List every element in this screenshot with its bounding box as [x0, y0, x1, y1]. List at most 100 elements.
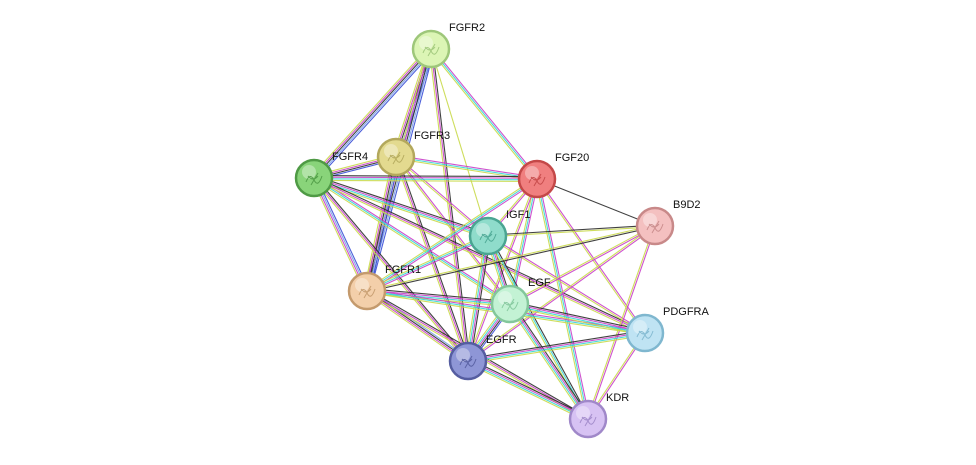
node-egfr[interactable]: EGFR — [448, 334, 517, 381]
node-egf[interactable]: EGF — [490, 277, 551, 324]
edge-strand — [487, 236, 645, 335]
node-igf1[interactable]: IGF1 — [468, 209, 530, 256]
edge-fgfr2-igf1 — [430, 48, 489, 237]
edge-egf-pdgfra — [509, 301, 646, 336]
edge-strand — [313, 177, 511, 305]
node-b9d2[interactable]: B9D2 — [635, 199, 701, 246]
edge-strand — [507, 305, 587, 421]
node-label: FGFR2 — [449, 22, 485, 34]
edge-strand — [467, 331, 645, 361]
edge-strand — [534, 179, 587, 420]
edge-strand — [367, 289, 469, 361]
edge-strand — [509, 304, 645, 335]
edge-strand — [468, 333, 646, 363]
edge-strand — [313, 178, 488, 238]
protein-structure-icon — [387, 151, 405, 165]
node-fgf20[interactable]: FGF20 — [517, 152, 589, 199]
node-highlight — [633, 320, 647, 334]
edge-strand — [535, 179, 645, 334]
edge-strand — [367, 179, 539, 293]
node-circle[interactable] — [490, 284, 530, 324]
node-label: FGF20 — [555, 152, 589, 164]
node-highlight — [476, 223, 490, 237]
edge-strand — [430, 48, 538, 180]
edge-fgfr4-pdgfra — [313, 176, 646, 335]
protein-structure-icon — [501, 298, 519, 312]
edge-strand — [466, 362, 588, 422]
node-pdgfra[interactable]: PDGFRA — [625, 306, 710, 353]
edge-strand — [314, 177, 369, 291]
node-highlight — [498, 291, 512, 305]
edge-strand — [313, 179, 537, 182]
edge-fgfr4-fgf20 — [313, 175, 538, 182]
edge-strand — [511, 302, 591, 418]
node-circle[interactable] — [376, 137, 416, 177]
node-kdr[interactable]: KDR — [568, 392, 629, 439]
edge-strand — [367, 288, 511, 303]
node-label: B9D2 — [673, 199, 701, 211]
edge-strand — [311, 178, 366, 293]
node-label: FGFR1 — [385, 264, 421, 276]
protein-structure-icon — [528, 173, 546, 187]
node-circle[interactable] — [568, 399, 608, 439]
edge-strand — [488, 234, 646, 333]
node-label: FGFR4 — [332, 151, 368, 163]
edge-strand — [536, 178, 589, 420]
edge-strand — [467, 361, 588, 421]
edge-strand — [430, 48, 489, 237]
node-circle[interactable] — [448, 341, 488, 381]
node-circle[interactable] — [517, 159, 557, 199]
edge-strand — [314, 175, 538, 178]
node-highlight — [384, 144, 398, 158]
edge-b9d2-egfr — [467, 224, 656, 363]
edge-strand — [393, 157, 468, 362]
edge-egf-kdr — [507, 302, 591, 421]
edge-strand — [428, 49, 467, 362]
node-circle[interactable] — [625, 313, 665, 353]
node-circle[interactable] — [411, 29, 451, 69]
edge-strand — [488, 234, 590, 419]
edge-strand — [314, 176, 538, 179]
protein-structure-icon — [579, 413, 597, 427]
edge-strand — [314, 49, 433, 180]
edge-egfr-kdr — [466, 358, 590, 422]
edge-igf1-fgfr1 — [366, 234, 489, 293]
edge-strand — [366, 235, 489, 292]
edge-strand — [366, 224, 655, 291]
node-label: EGF — [528, 277, 551, 289]
edge-strand — [313, 48, 432, 179]
edge-strand — [588, 226, 657, 420]
node-fgfr3[interactable]: FGFR3 — [376, 130, 450, 177]
edge-fgfr4-fgfr1 — [311, 176, 370, 293]
node-fgfr1[interactable]: FGFR1 — [347, 264, 421, 311]
node-circle[interactable] — [468, 216, 508, 256]
protein-structure-icon — [636, 327, 654, 341]
edge-strand — [430, 48, 469, 362]
node-label: FGFR3 — [414, 130, 450, 142]
edge-strand — [314, 175, 489, 235]
edge-strand — [431, 47, 539, 179]
edge-fgfr2-fgf20 — [429, 47, 539, 181]
node-circle[interactable] — [347, 271, 387, 311]
node-circle[interactable] — [294, 158, 334, 198]
edge-strand — [395, 156, 469, 362]
node-circle[interactable] — [635, 206, 675, 246]
edge-strand — [509, 178, 538, 305]
edge-strand — [467, 330, 645, 360]
edge-strand — [366, 234, 488, 291]
edge-strand — [396, 154, 538, 178]
edge-strand — [509, 305, 645, 336]
edge-strand — [507, 178, 536, 304]
edge-strand — [367, 236, 489, 293]
edge-strand — [510, 302, 646, 333]
protein-structure-icon — [422, 43, 440, 57]
node-fgfr2[interactable]: FGFR2 — [411, 22, 485, 69]
node-highlight — [419, 36, 433, 50]
node-fgfr4[interactable]: FGFR4 — [294, 151, 368, 198]
edge-strand — [366, 291, 510, 306]
edge-strand — [508, 304, 588, 420]
edge-strand — [487, 224, 655, 236]
node-highlight — [643, 213, 657, 227]
